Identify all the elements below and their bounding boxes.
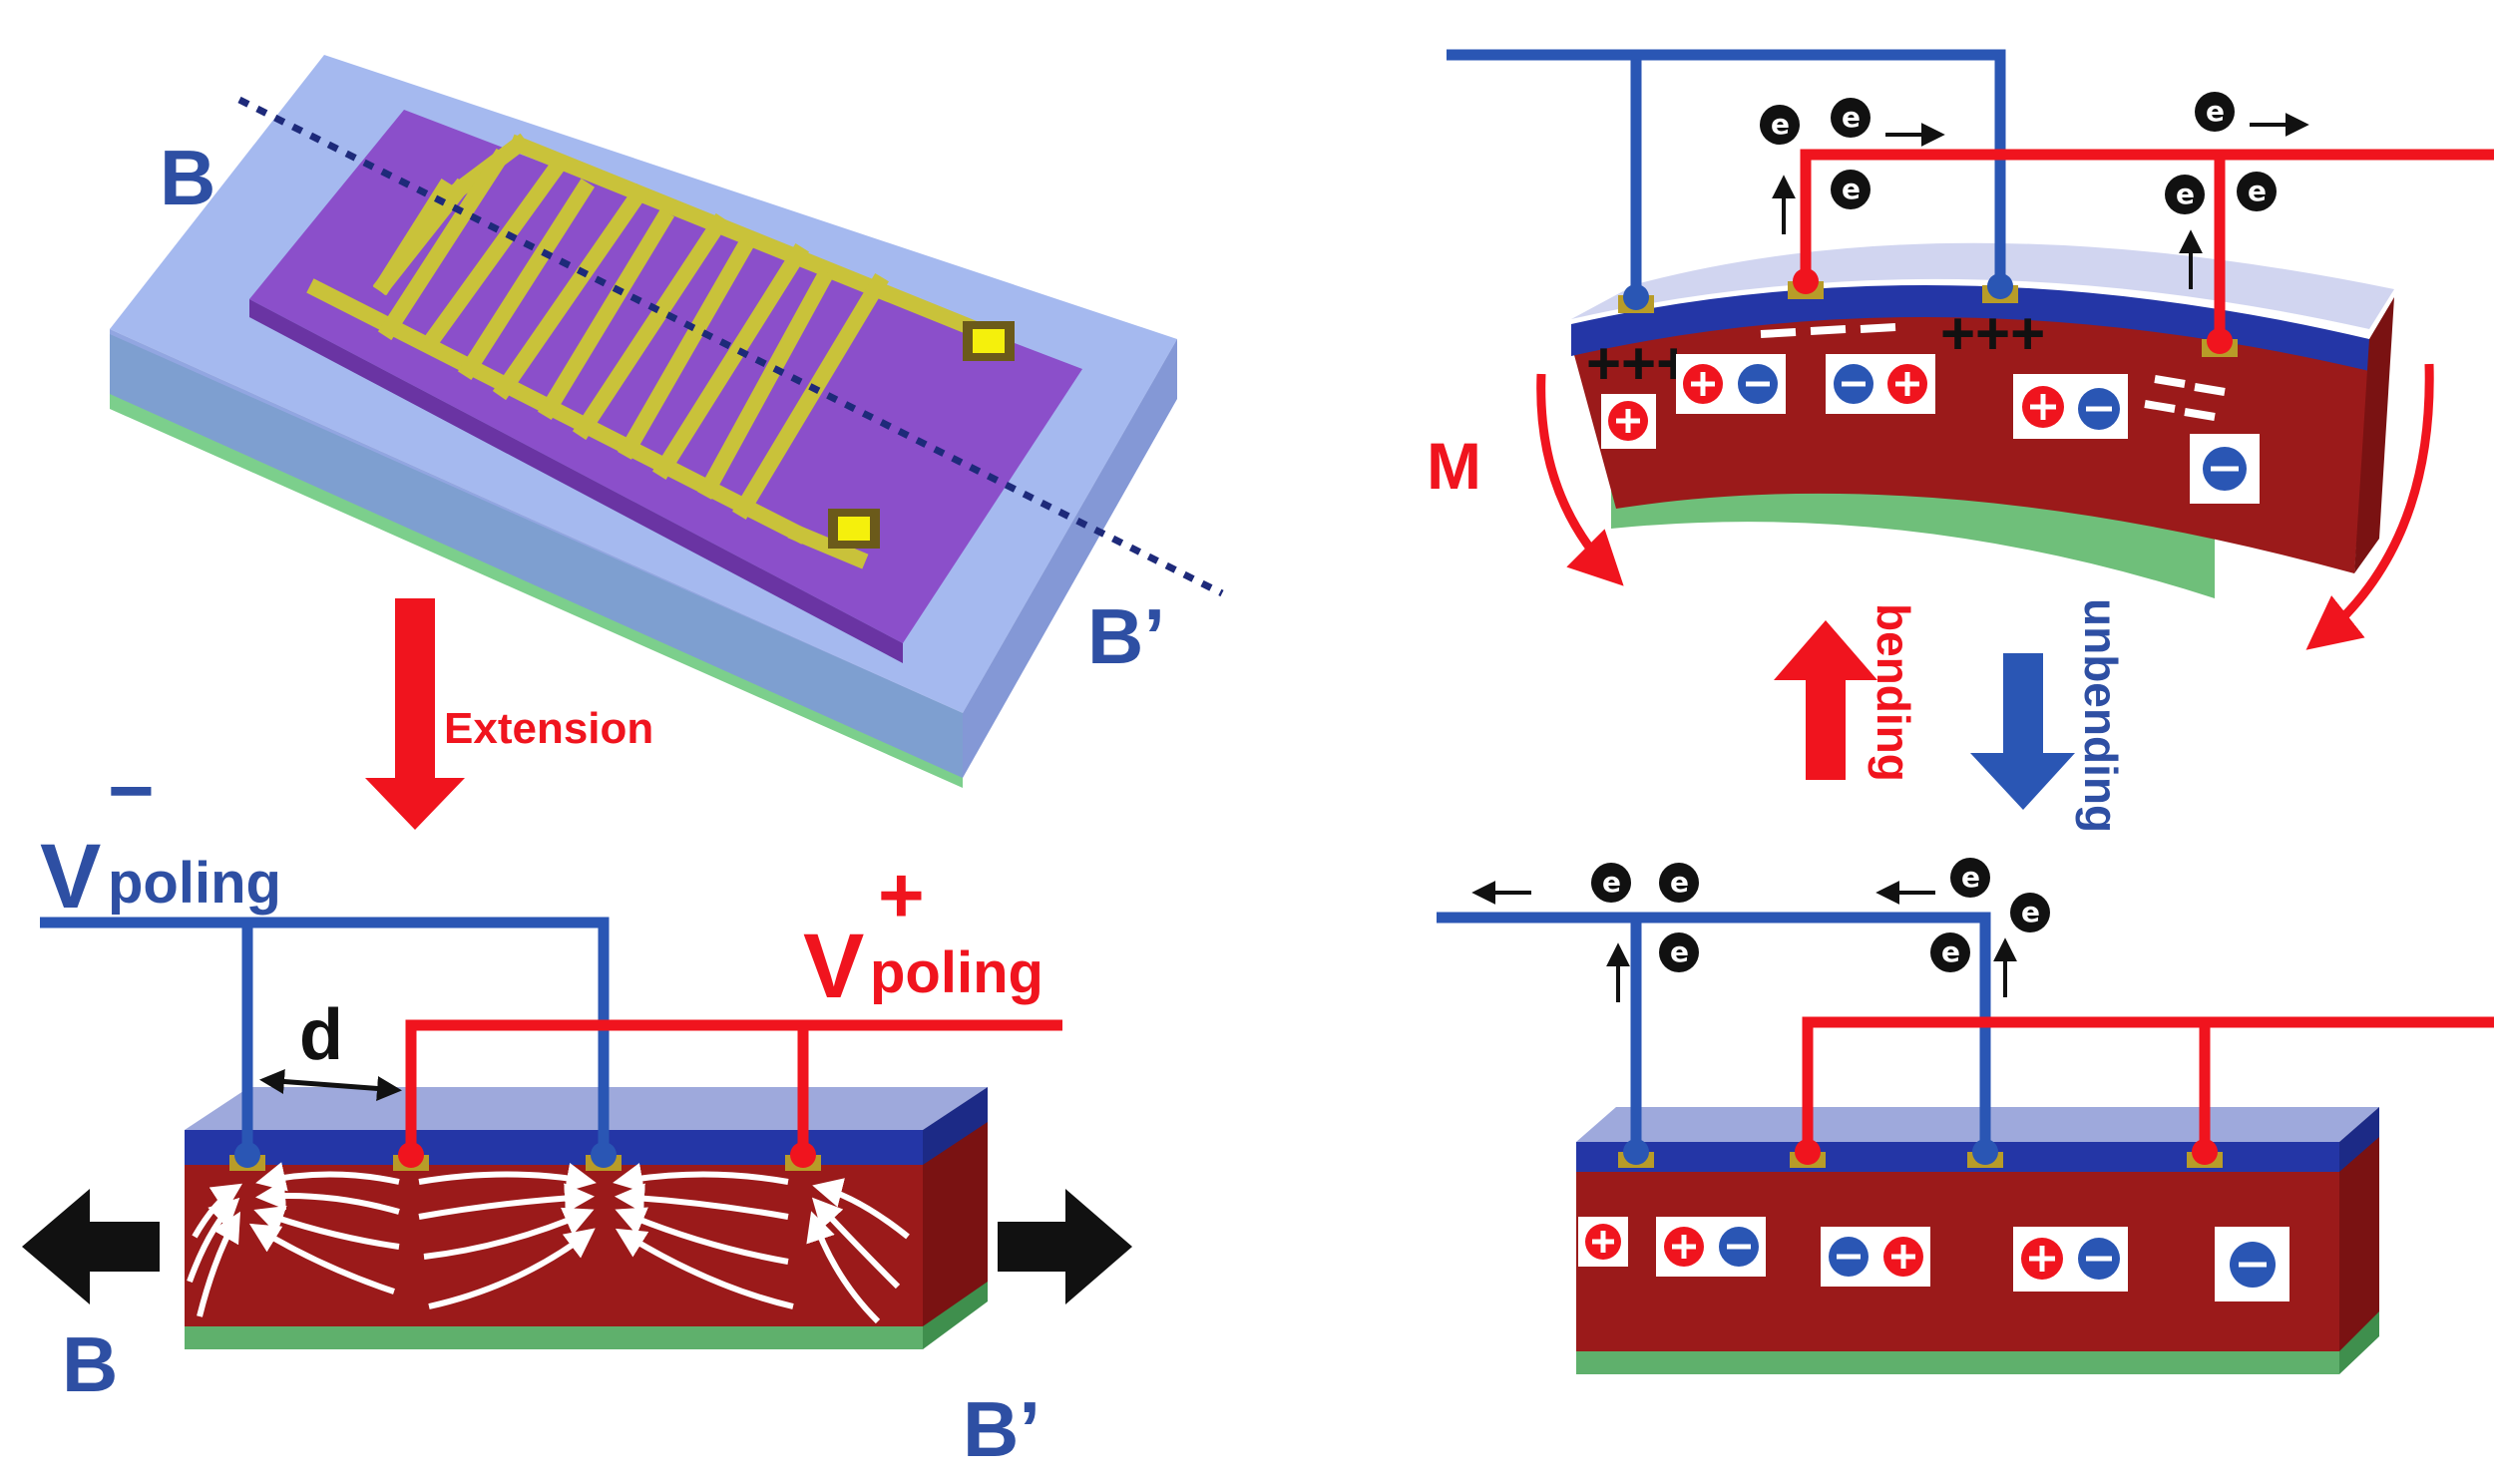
label-m: M bbox=[1427, 429, 1481, 503]
svg-text:e: e bbox=[1670, 935, 1689, 968]
label-bending: bending bbox=[1868, 603, 1919, 782]
v-poling-positive-label: V + poling bbox=[803, 851, 1043, 1017]
poling-cross-section: d B B’ bbox=[22, 917, 1132, 1473]
surface-charge-plus-2: +++ bbox=[1940, 300, 2045, 367]
svg-text:e: e bbox=[1670, 866, 1689, 899]
svg-text:V: V bbox=[803, 916, 864, 1017]
purple-film-edge bbox=[249, 299, 903, 663]
label-b-bottom: B bbox=[62, 1320, 118, 1408]
unbent-dipole-boxes bbox=[1578, 1217, 2289, 1301]
bent-dipole-boxes bbox=[1601, 354, 2260, 504]
bent-red-wire bbox=[1800, 149, 2494, 284]
label-b-prime-bottom: B’ bbox=[963, 1385, 1040, 1473]
svg-text:−: − bbox=[108, 746, 155, 835]
glass-side-right bbox=[963, 339, 1177, 778]
svg-text:e: e bbox=[2206, 95, 2225, 128]
svg-text:poling: poling bbox=[870, 940, 1043, 1005]
label-unbending: unbending bbox=[2075, 598, 2127, 833]
interdigitated-electrodes bbox=[306, 133, 999, 569]
svg-text:e: e bbox=[2248, 175, 2267, 207]
svg-text:e: e bbox=[2021, 896, 2040, 928]
v-poling-pos-wire bbox=[405, 1019, 1062, 1160]
surface-charge-plus-1: +++ bbox=[1586, 330, 1691, 397]
glass-side bbox=[110, 329, 963, 778]
unbent-blue-wire bbox=[1437, 912, 1991, 1157]
extension-arrow bbox=[365, 598, 465, 830]
unbent-red-wire bbox=[1802, 1016, 2494, 1157]
v-poling-negative-label: V − poling bbox=[40, 746, 281, 928]
d-dimension bbox=[259, 1069, 402, 1101]
label-extension: Extension bbox=[444, 704, 653, 753]
moment-arrow-right bbox=[2305, 363, 2434, 650]
svg-text:e: e bbox=[1602, 866, 1621, 899]
section-line bbox=[237, 96, 1224, 597]
svg-text:e: e bbox=[1941, 935, 1960, 968]
svg-text:V: V bbox=[40, 826, 101, 928]
label-d: d bbox=[299, 995, 343, 1075]
label-b-top: B bbox=[160, 134, 215, 221]
bent-top-blue-layer bbox=[1571, 284, 2369, 371]
moment-arrow-left bbox=[1536, 373, 1624, 586]
label-b-prime-top: B’ bbox=[1087, 592, 1165, 680]
svg-text:+: + bbox=[878, 851, 925, 939]
device-3d-view: B B’ bbox=[110, 55, 1224, 788]
bending-arrow bbox=[1774, 620, 1877, 780]
svg-text:e: e bbox=[1842, 173, 1861, 205]
svg-text:poling: poling bbox=[108, 851, 281, 916]
piezo-layer bbox=[185, 1162, 923, 1326]
pull-arrow-left bbox=[22, 1189, 160, 1304]
unbent-device bbox=[1437, 912, 2494, 1374]
electrons-unbent: e e e e e e bbox=[1471, 858, 2050, 1002]
unbending-arrow bbox=[1970, 653, 2075, 810]
svg-text:e: e bbox=[1961, 861, 1980, 894]
v-poling-neg-wire bbox=[40, 917, 610, 1160]
svg-text:e: e bbox=[1771, 108, 1790, 141]
svg-text:e: e bbox=[1842, 101, 1861, 134]
unbent-top-blue-layer bbox=[1576, 1142, 2339, 1172]
poling-field-lines bbox=[187, 1162, 910, 1324]
bent-device: +++ +++ M bbox=[1427, 49, 2494, 650]
svg-text:e: e bbox=[2176, 178, 2195, 210]
pull-arrow-right bbox=[998, 1189, 1132, 1304]
electrons-bent: e e e e e e bbox=[1760, 92, 2309, 289]
